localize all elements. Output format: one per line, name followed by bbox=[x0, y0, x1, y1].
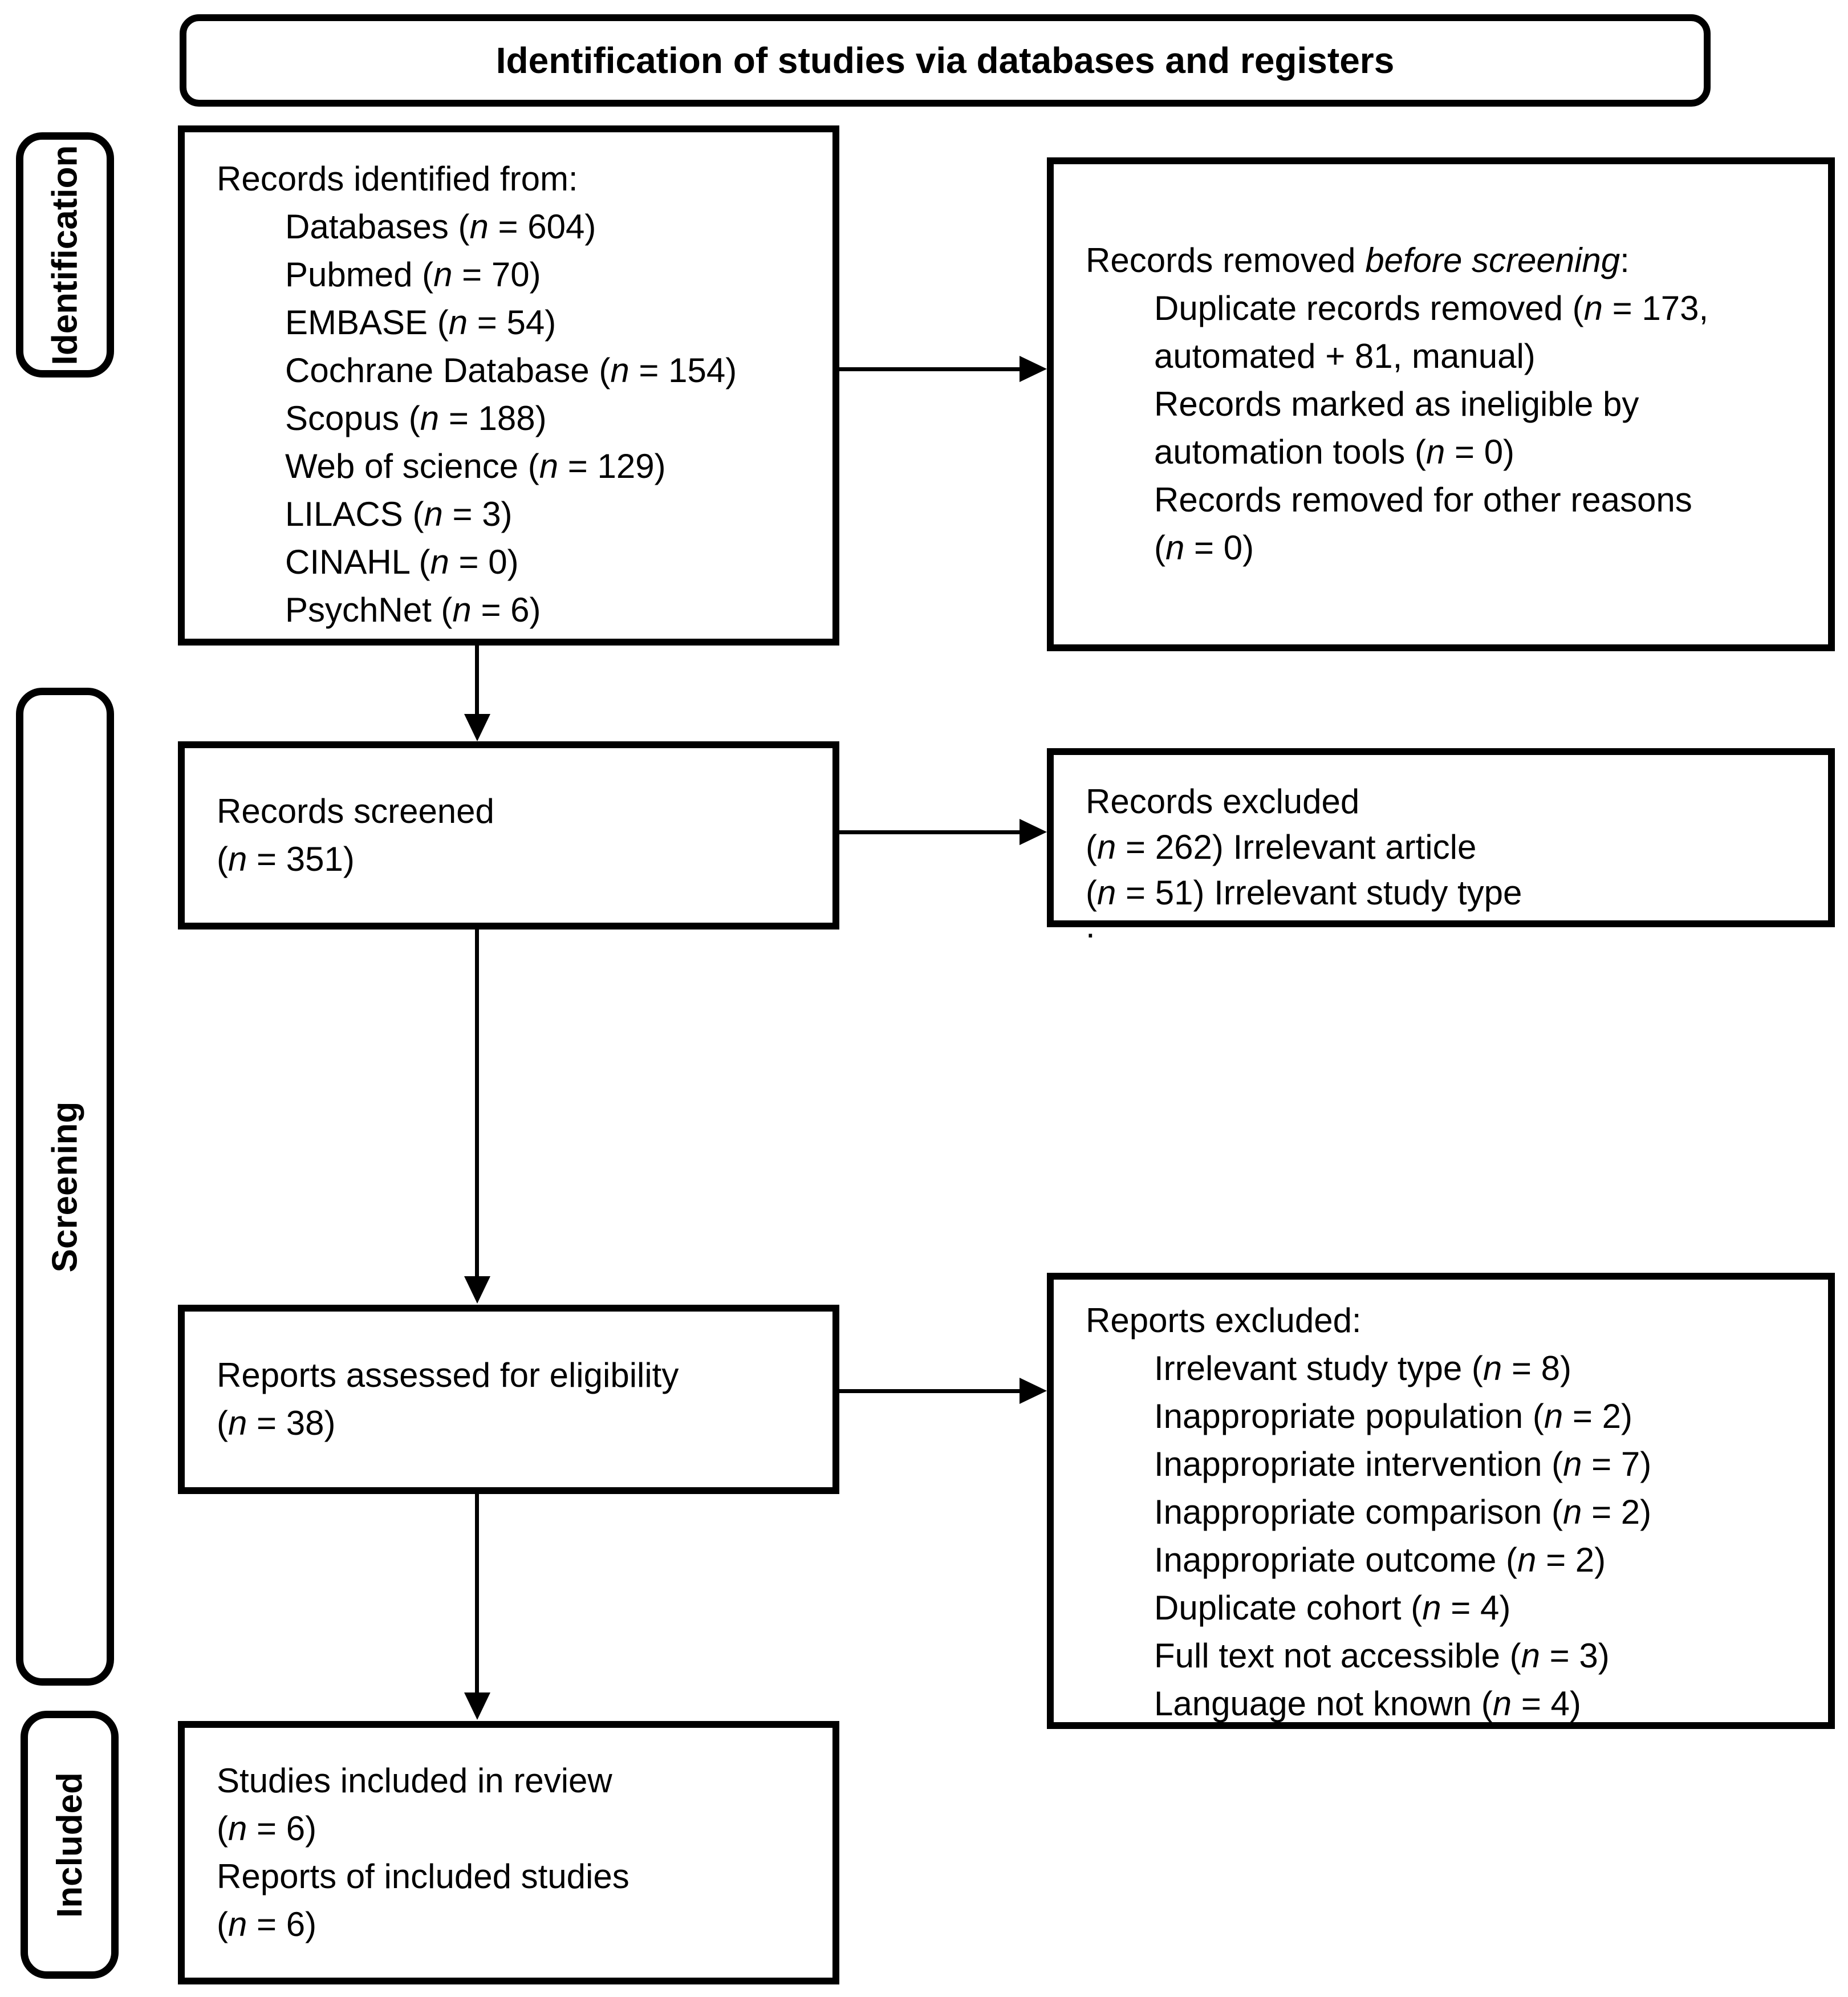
studies-included-count: (n = 6) bbox=[217, 1809, 317, 1848]
records-excluded-line: (n = 262) Irrelevant article bbox=[1086, 828, 1477, 866]
list-item: Inappropriate comparison (n = 2) bbox=[1154, 1493, 1652, 1531]
arrow-assessed-to-included-head bbox=[464, 1692, 490, 1720]
records-screened-line: Records screened bbox=[217, 792, 494, 830]
phase-label-identification-text: Identification bbox=[45, 145, 85, 365]
reports-excluded-box: Reports excluded: Irrelevant study type … bbox=[1047, 1273, 1835, 1729]
arrow-identified-to-removed-head bbox=[1020, 356, 1047, 382]
diagram-title: Identification of studies via databases … bbox=[495, 40, 1395, 81]
arrow-assessed-to-excluded-line bbox=[839, 1389, 1021, 1393]
records-excluded-heading: Records excluded bbox=[1086, 782, 1360, 821]
phase-label-screening: Screening bbox=[16, 688, 114, 1686]
records-excluded-box: Records excluded (n = 262) Irrelevant ar… bbox=[1047, 748, 1835, 943]
list-item: LILACS (n = 3) bbox=[285, 495, 513, 533]
list-item: Web of science (n = 129) bbox=[285, 447, 666, 485]
arrow-screened-to-excluded-head bbox=[1020, 819, 1047, 845]
arrow-assessed-to-included-line bbox=[475, 1494, 479, 1694]
reports-assessed-line: Reports assessed for eligibility bbox=[217, 1356, 679, 1394]
studies-included-count: (n = 6) bbox=[217, 1905, 317, 1943]
list-item: Inappropriate outcome (n = 2) bbox=[1154, 1541, 1606, 1579]
list-item: Irrelevant study type (n = 8) bbox=[1154, 1349, 1572, 1387]
list-item: EMBASE (n = 54) bbox=[285, 303, 557, 342]
arrow-screened-to-assessed-head bbox=[464, 1276, 490, 1304]
list-item: Duplicate cohort (n = 4) bbox=[1154, 1589, 1511, 1627]
list-item: Cochrane Database (n = 154) bbox=[285, 351, 737, 389]
phase-label-included-text: Included bbox=[50, 1772, 90, 1918]
list-item: Pubmed (n = 70) bbox=[285, 255, 541, 294]
arrow-identified-to-screened-head bbox=[464, 714, 490, 741]
arrow-assessed-to-excluded-head bbox=[1020, 1378, 1047, 1404]
records-screened-box: Records screened (n = 351) bbox=[178, 741, 839, 930]
list-item: CINAHL (n = 0) bbox=[285, 543, 519, 581]
records-screened-count: (n = 351) bbox=[217, 840, 355, 878]
list-item: Records marked as ineligible by automati… bbox=[1154, 385, 1639, 471]
reports-excluded-heading: Reports excluded: bbox=[1086, 1301, 1362, 1340]
arrow-identified-to-removed-line bbox=[839, 367, 1021, 371]
reports-assessed-count: (n = 38) bbox=[217, 1404, 336, 1442]
studies-included-line: Studies included in review bbox=[217, 1761, 612, 1800]
list-item: Records removed for other reasons (n = 0… bbox=[1154, 481, 1692, 567]
list-item: Scopus (n = 188) bbox=[285, 399, 547, 437]
records-removed-box: Records removed before screening: Duplic… bbox=[1047, 157, 1835, 651]
list-item: Full text not accessible (n = 3) bbox=[1154, 1637, 1610, 1675]
phase-label-screening-text: Screening bbox=[45, 1101, 85, 1272]
list-item: Duplicate records removed (n = 173, auto… bbox=[1154, 289, 1709, 375]
records-identified-heading: Records identified from: bbox=[217, 160, 578, 198]
list-item: Inappropriate intervention (n = 7) bbox=[1154, 1445, 1652, 1483]
list-item: Language not known (n = 4) bbox=[1154, 1685, 1581, 1723]
list-item: Databases (n = 604) bbox=[285, 208, 596, 246]
list-item: PsychNet (n = 6) bbox=[285, 591, 541, 629]
reports-assessed-box: Reports assessed for eligibility (n = 38… bbox=[178, 1305, 839, 1494]
arrow-screened-to-assessed-line bbox=[475, 930, 479, 1277]
arrow-screened-to-excluded-line bbox=[839, 830, 1021, 834]
arrow-identified-to-screened-line bbox=[475, 646, 479, 715]
records-excluded-line: (n = 51) Irrelevant study type bbox=[1086, 874, 1522, 912]
diagram-title-box: Identification of studies via databases … bbox=[180, 14, 1711, 107]
phase-label-included: Included bbox=[21, 1711, 119, 1979]
records-removed-heading: Records removed before screening: bbox=[1086, 241, 1630, 279]
records-removed-heading-italic: before screening bbox=[1365, 241, 1620, 279]
records-identified-box: Records identified from: Databases (n = … bbox=[178, 125, 839, 646]
list-item: Inappropriate population (n = 2) bbox=[1154, 1397, 1632, 1435]
studies-included-box: Studies included in review (n = 6) Repor… bbox=[178, 1721, 839, 1984]
phase-label-identification: Identification bbox=[16, 132, 114, 378]
studies-included-line: Reports of included studies bbox=[217, 1857, 629, 1895]
records-excluded-footnote-dot: . bbox=[1086, 907, 1095, 945]
